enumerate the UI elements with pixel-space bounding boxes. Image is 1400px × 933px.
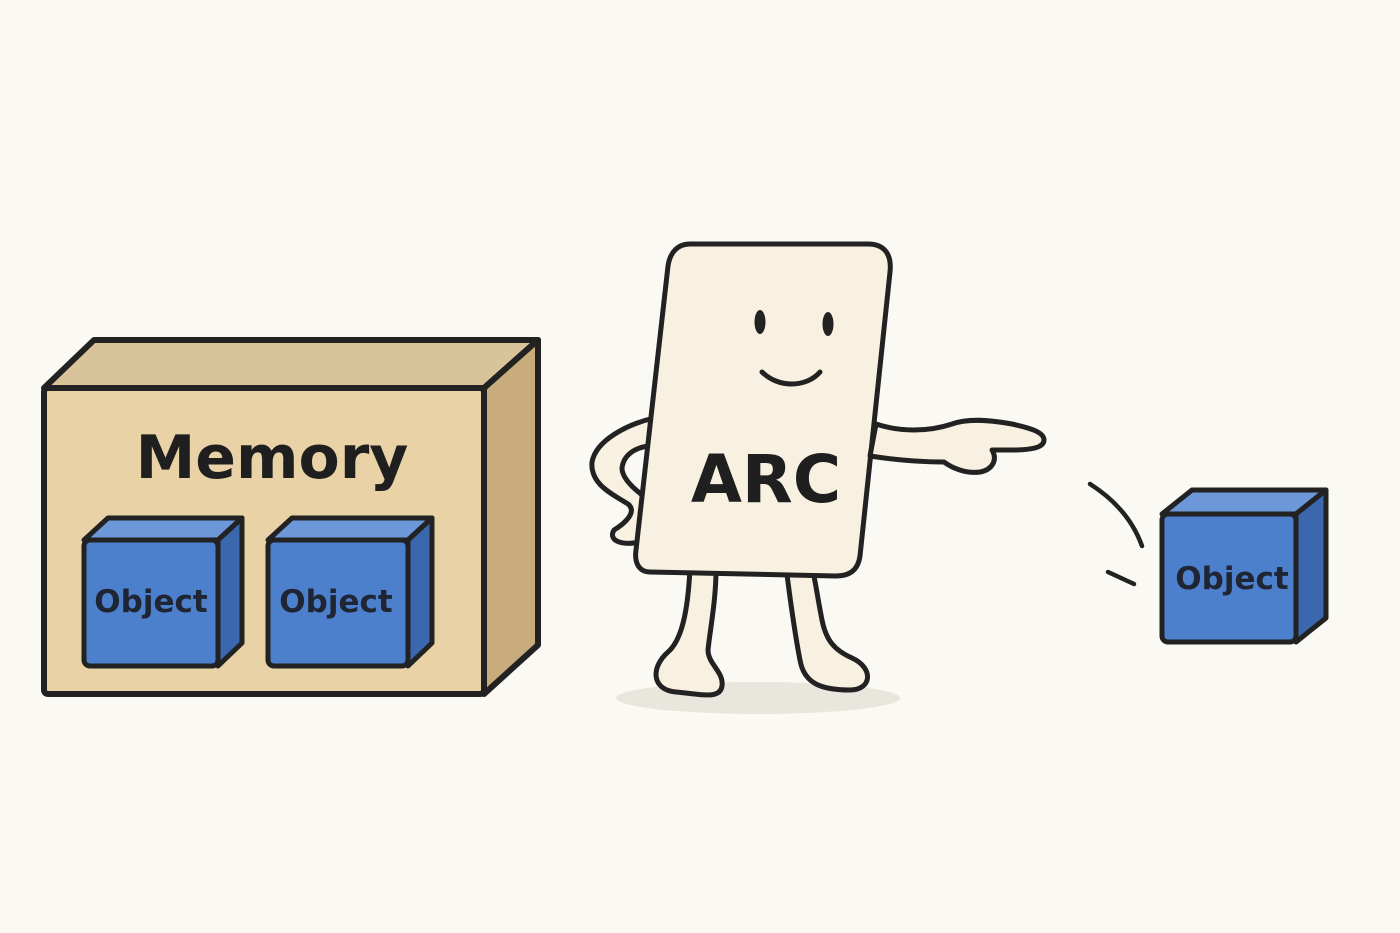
released-cube-front-face [1159, 511, 1299, 645]
motion-lines [1087, 481, 1145, 587]
cube-2-front-face [265, 537, 411, 669]
released-cube-side-face [1293, 487, 1329, 645]
motion-arc-line [1087, 481, 1145, 549]
arc-label: ARC [691, 441, 841, 518]
character-left-eye [754, 310, 766, 334]
cube-1-front-face [81, 537, 221, 669]
motion-dash-line [1105, 569, 1137, 587]
released-object-cube [1159, 487, 1329, 645]
released-object-label: Object [1175, 561, 1289, 597]
cube-2-top-face [265, 515, 435, 543]
memory-box-top-face [41, 337, 541, 391]
character-right-eye [822, 312, 834, 336]
character-right-leg [783, 563, 870, 693]
memory-object-cube-2 [265, 515, 435, 669]
memory-object-label-2: Object [279, 584, 393, 620]
memory-object-label-1: Object [94, 584, 208, 620]
memory-label: Memory [136, 423, 409, 493]
character-smile [759, 369, 823, 387]
character-body [633, 241, 893, 579]
cube-2-side-face [405, 515, 435, 669]
character-right-arm [867, 417, 1047, 475]
memory-object-cube-1 [81, 515, 245, 669]
character-left-leg [653, 565, 725, 698]
memory-box-side-face [481, 337, 541, 697]
cube-1-side-face [215, 515, 245, 669]
